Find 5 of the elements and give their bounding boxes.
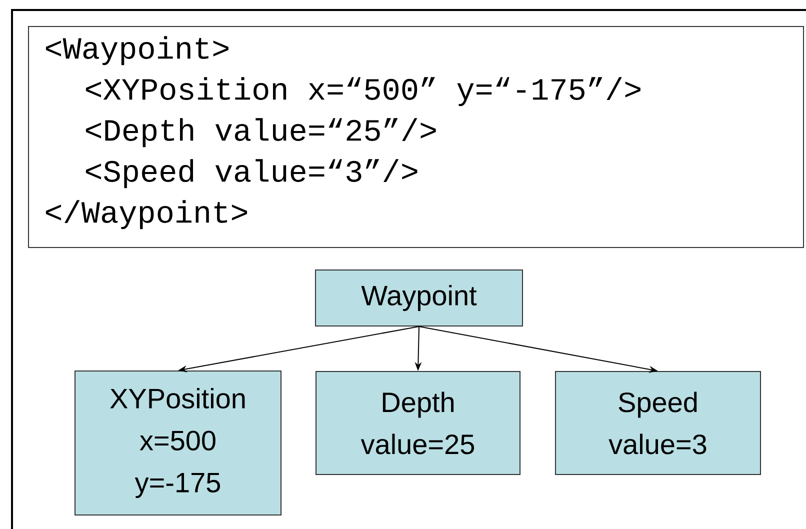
element-box: XYPosition x=500 y=-175 xyxy=(74,370,282,516)
element-box: Speed value=3 xyxy=(555,371,761,475)
code-box: <Waypoint> <XYPosition x=“500” y=“-175”/> <Depth value=“25”/> <Speed value=“3”/> </Waypoint> xyxy=(28,26,804,248)
root-box: Waypoint xyxy=(315,270,523,326)
element-box: Depth value=25 xyxy=(316,371,520,475)
